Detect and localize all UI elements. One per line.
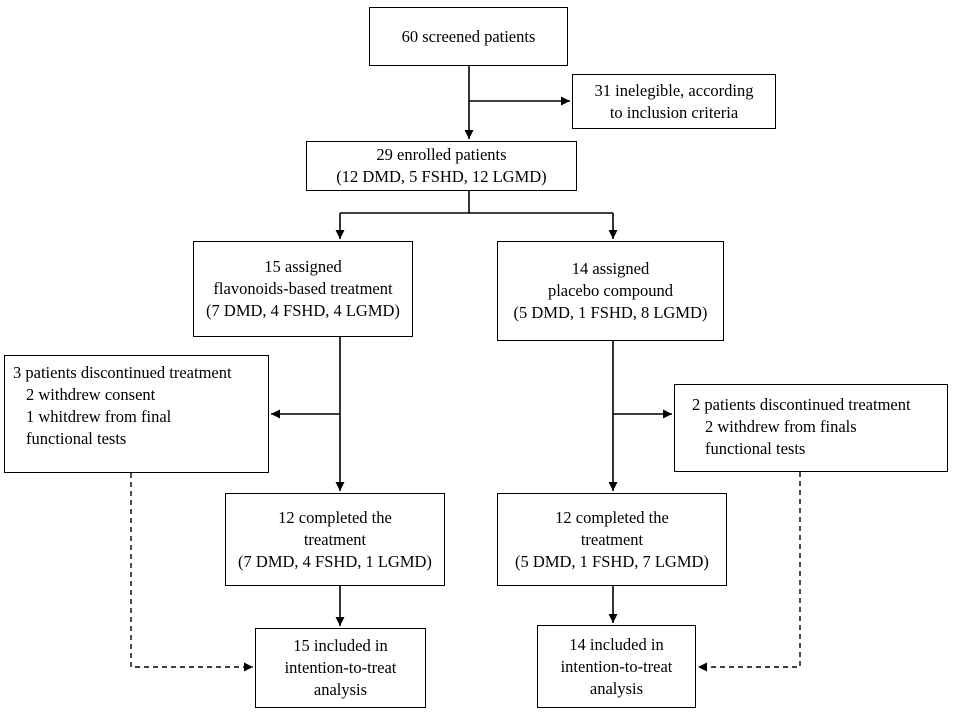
itt-right-line-1: 14 included in: [569, 634, 664, 654]
enrolled-line-2: (12 DMD, 5 FSHD, 12 LGMD): [336, 167, 547, 186]
completed-left-line-2: treatment: [303, 529, 367, 549]
ineligible-line-1: 31 inelegible, according: [594, 80, 754, 100]
completed-right-box: 12 completed the treatment (5 DMD, 1 FSH…: [497, 493, 727, 586]
assigned-flavonoids-line-3: (7 DMD, 4 FSHD, 4 LGMD): [206, 301, 400, 320]
discontinued-left-box: 3 patients discontinued treatment 2 with…: [4, 355, 269, 473]
discontinued-right-box: 2 patients discontinued treatment 2 with…: [674, 384, 948, 472]
dashed-arrow-discontinued-left-to-itt: [130, 473, 253, 672]
discontinued-left-line-3: 1 whitdrew from final: [26, 407, 172, 426]
itt-left-line-1: 15 included in: [293, 636, 388, 655]
discontinued-left-line-2: 2 withdrew consent: [26, 385, 156, 404]
discontinued-right-line-2: 2 withdrew from finals: [705, 417, 857, 436]
completed-right-line-2: treatment: [580, 529, 644, 549]
completed-left-box: 12 completed the treatment (7 DMD, 4 FSH…: [225, 493, 445, 586]
itt-right-line-3: analysis: [589, 678, 644, 698]
itt-right-box: 14 included in intention-to-treat analys…: [537, 625, 696, 708]
ineligible-line-2: to inclusion criteria: [609, 102, 739, 122]
itt-left-line-2: intention-to-treat: [284, 658, 397, 677]
assigned-flavonoids-box: 15 assigned flavonoids-based treatment (…: [193, 241, 413, 337]
itt-right-line-2: intention-to-treat: [560, 656, 673, 676]
discontinued-right-line-1: 2 patients discontinued treatment: [692, 395, 911, 414]
assigned-placebo-line-2: placebo compound: [547, 281, 674, 300]
discontinued-right-line-3: functional tests: [705, 439, 806, 458]
enrolled-line-1: 29 enrolled patients: [376, 145, 507, 164]
dashed-arrow-discontinued-right-to-itt: [698, 472, 801, 672]
assigned-placebo-box: 14 assigned placebo compound (5 DMD, 1 F…: [497, 241, 724, 341]
completed-left-line-3: (7 DMD, 4 FSHD, 1 LGMD): [238, 551, 432, 571]
assigned-placebo-line-3: (5 DMD, 1 FSHD, 8 LGMD): [513, 303, 708, 322]
ineligible-box: 31 inelegible, according to inclusion cr…: [572, 74, 776, 129]
itt-left-line-3: analysis: [313, 680, 368, 699]
screened-box: 60 screened patients: [369, 7, 568, 66]
completed-left-line-1: 12 completed the: [278, 507, 392, 527]
itt-left-box: 15 included in intention-to-treat analys…: [255, 628, 426, 708]
completed-right-line-3: (5 DMD, 1 FSHD, 7 LGMD): [515, 551, 709, 571]
discontinued-left-line-1: 3 patients discontinued treatment: [13, 363, 232, 382]
discontinued-left-line-4: functional tests: [26, 429, 127, 448]
assigned-placebo-line-1: 14 assigned: [571, 259, 650, 278]
enrolled-box: 29 enrolled patients (12 DMD, 5 FSHD, 12…: [306, 141, 577, 191]
screened-text: 60 screened patients: [401, 26, 536, 46]
completed-right-line-1: 12 completed the: [555, 507, 669, 527]
assigned-flavonoids-line-2: flavonoids-based treatment: [213, 279, 393, 298]
assigned-flavonoids-line-1: 15 assigned: [264, 257, 342, 276]
